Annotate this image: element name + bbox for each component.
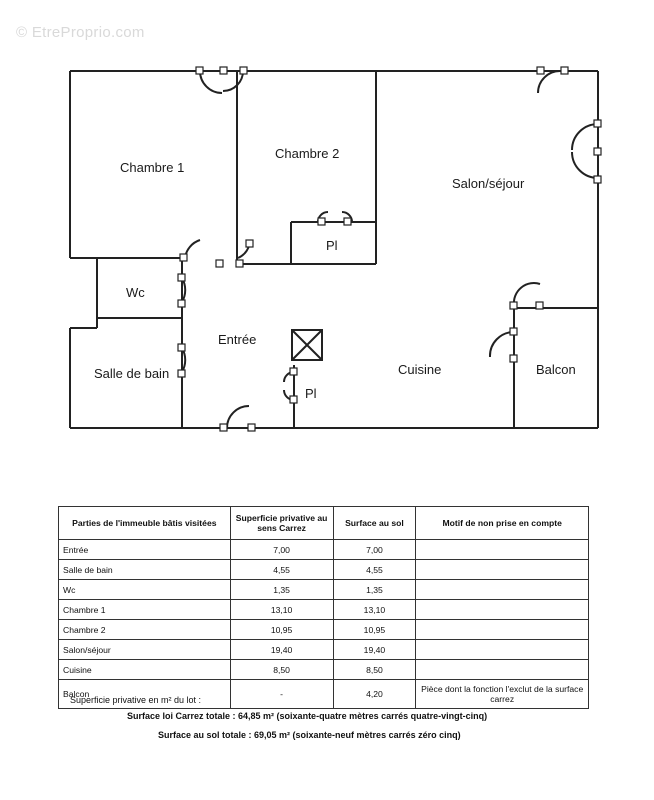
room-cell: Salle de bain bbox=[58, 559, 231, 580]
floor-plan: Chambre 1 Chambre 2 Salon/séjour Pl Wc E… bbox=[69, 66, 602, 432]
motif-cell: Pièce dont la fonction l'exclut de la su… bbox=[415, 679, 589, 709]
sol-cell: 4,55 bbox=[332, 559, 417, 580]
room-label-wc: Wc bbox=[126, 285, 145, 300]
table-row: Chambre 1 13,10 13,10 bbox=[58, 599, 589, 620]
sol-cell: 4,20 bbox=[332, 679, 417, 709]
carrez-cell: 19,40 bbox=[229, 639, 334, 660]
table-row: Cuisine 8,50 8,50 bbox=[58, 659, 589, 680]
carrez-cell: 7,00 bbox=[229, 539, 334, 560]
sol-cell: 19,40 bbox=[332, 639, 417, 660]
carrez-cell: 1,35 bbox=[229, 579, 334, 600]
carrez-cell: 10,95 bbox=[229, 619, 334, 640]
room-cell: Wc bbox=[58, 579, 231, 600]
column-header: Parties de l'immeuble bâtis visitées bbox=[58, 506, 231, 540]
room-cell: Chambre 1 bbox=[58, 599, 231, 620]
column-header: Motif de non prise en compte bbox=[415, 506, 589, 540]
room-label-salle-de-bain: Salle de bain bbox=[94, 366, 169, 381]
table-row: Chambre 2 10,95 10,95 bbox=[58, 619, 589, 640]
carrez-cell: 13,10 bbox=[229, 599, 334, 620]
motif-cell bbox=[415, 619, 589, 640]
carrez-cell: - bbox=[229, 679, 334, 709]
carrez-cell: 8,50 bbox=[229, 659, 334, 680]
table-row: Entrée 7,00 7,00 bbox=[58, 539, 589, 560]
room-cell: Chambre 2 bbox=[58, 619, 231, 640]
room-label-entree: Entrée bbox=[218, 332, 256, 347]
room-cell: Salon/séjour bbox=[58, 639, 231, 660]
column-header: Superficie privative au sens Carrez bbox=[229, 506, 334, 540]
motif-cell bbox=[415, 579, 589, 600]
motif-cell bbox=[415, 559, 589, 580]
motif-cell bbox=[415, 639, 589, 660]
table-row: Salon/séjour 19,40 19,40 bbox=[58, 639, 589, 660]
room-label-cuisine: Cuisine bbox=[398, 362, 441, 377]
room-cell: Balcon bbox=[58, 679, 231, 709]
watermark-text: © EtreProprio.com bbox=[16, 24, 145, 41]
surface-intro-note: Superficie privative en m² du lot : bbox=[70, 695, 202, 705]
room-label-pl1: Pl bbox=[326, 238, 338, 253]
room-cell: Entrée bbox=[58, 539, 231, 560]
motif-cell bbox=[415, 539, 589, 560]
sol-cell: 13,10 bbox=[332, 599, 417, 620]
room-label-pl2: Pl bbox=[305, 386, 317, 401]
table-row: Salle de bain 4,55 4,55 bbox=[58, 559, 589, 580]
sol-cell: 10,95 bbox=[332, 619, 417, 640]
sol-cell: 8,50 bbox=[332, 659, 417, 680]
carrez-total-note: Surface loi Carrez totale : 64,85 m² (so… bbox=[127, 711, 488, 721]
motif-cell bbox=[415, 659, 589, 680]
motif-cell bbox=[415, 599, 589, 620]
room-cell: Cuisine bbox=[58, 659, 231, 680]
sol-total-note: Surface au sol totale : 69,05 m² (soixan… bbox=[158, 730, 461, 740]
sol-cell: 7,00 bbox=[332, 539, 417, 560]
table-row: Balcon - 4,20 Pièce dont la fonction l'e… bbox=[58, 679, 589, 709]
column-header: Surface au sol bbox=[332, 506, 417, 540]
room-label-salon: Salon/séjour bbox=[452, 176, 525, 191]
surface-table: Parties de l'immeuble bâtis visitées Sup… bbox=[58, 506, 589, 709]
sol-cell: 1,35 bbox=[332, 579, 417, 600]
table-row: Wc 1,35 1,35 bbox=[58, 579, 589, 600]
room-label-balcon: Balcon bbox=[536, 362, 576, 377]
room-label-chambre1: Chambre 1 bbox=[120, 160, 184, 175]
room-label-chambre2: Chambre 2 bbox=[275, 146, 339, 161]
carrez-cell: 4,55 bbox=[229, 559, 334, 580]
table-header-row: Parties de l'immeuble bâtis visitées Sup… bbox=[58, 506, 589, 540]
